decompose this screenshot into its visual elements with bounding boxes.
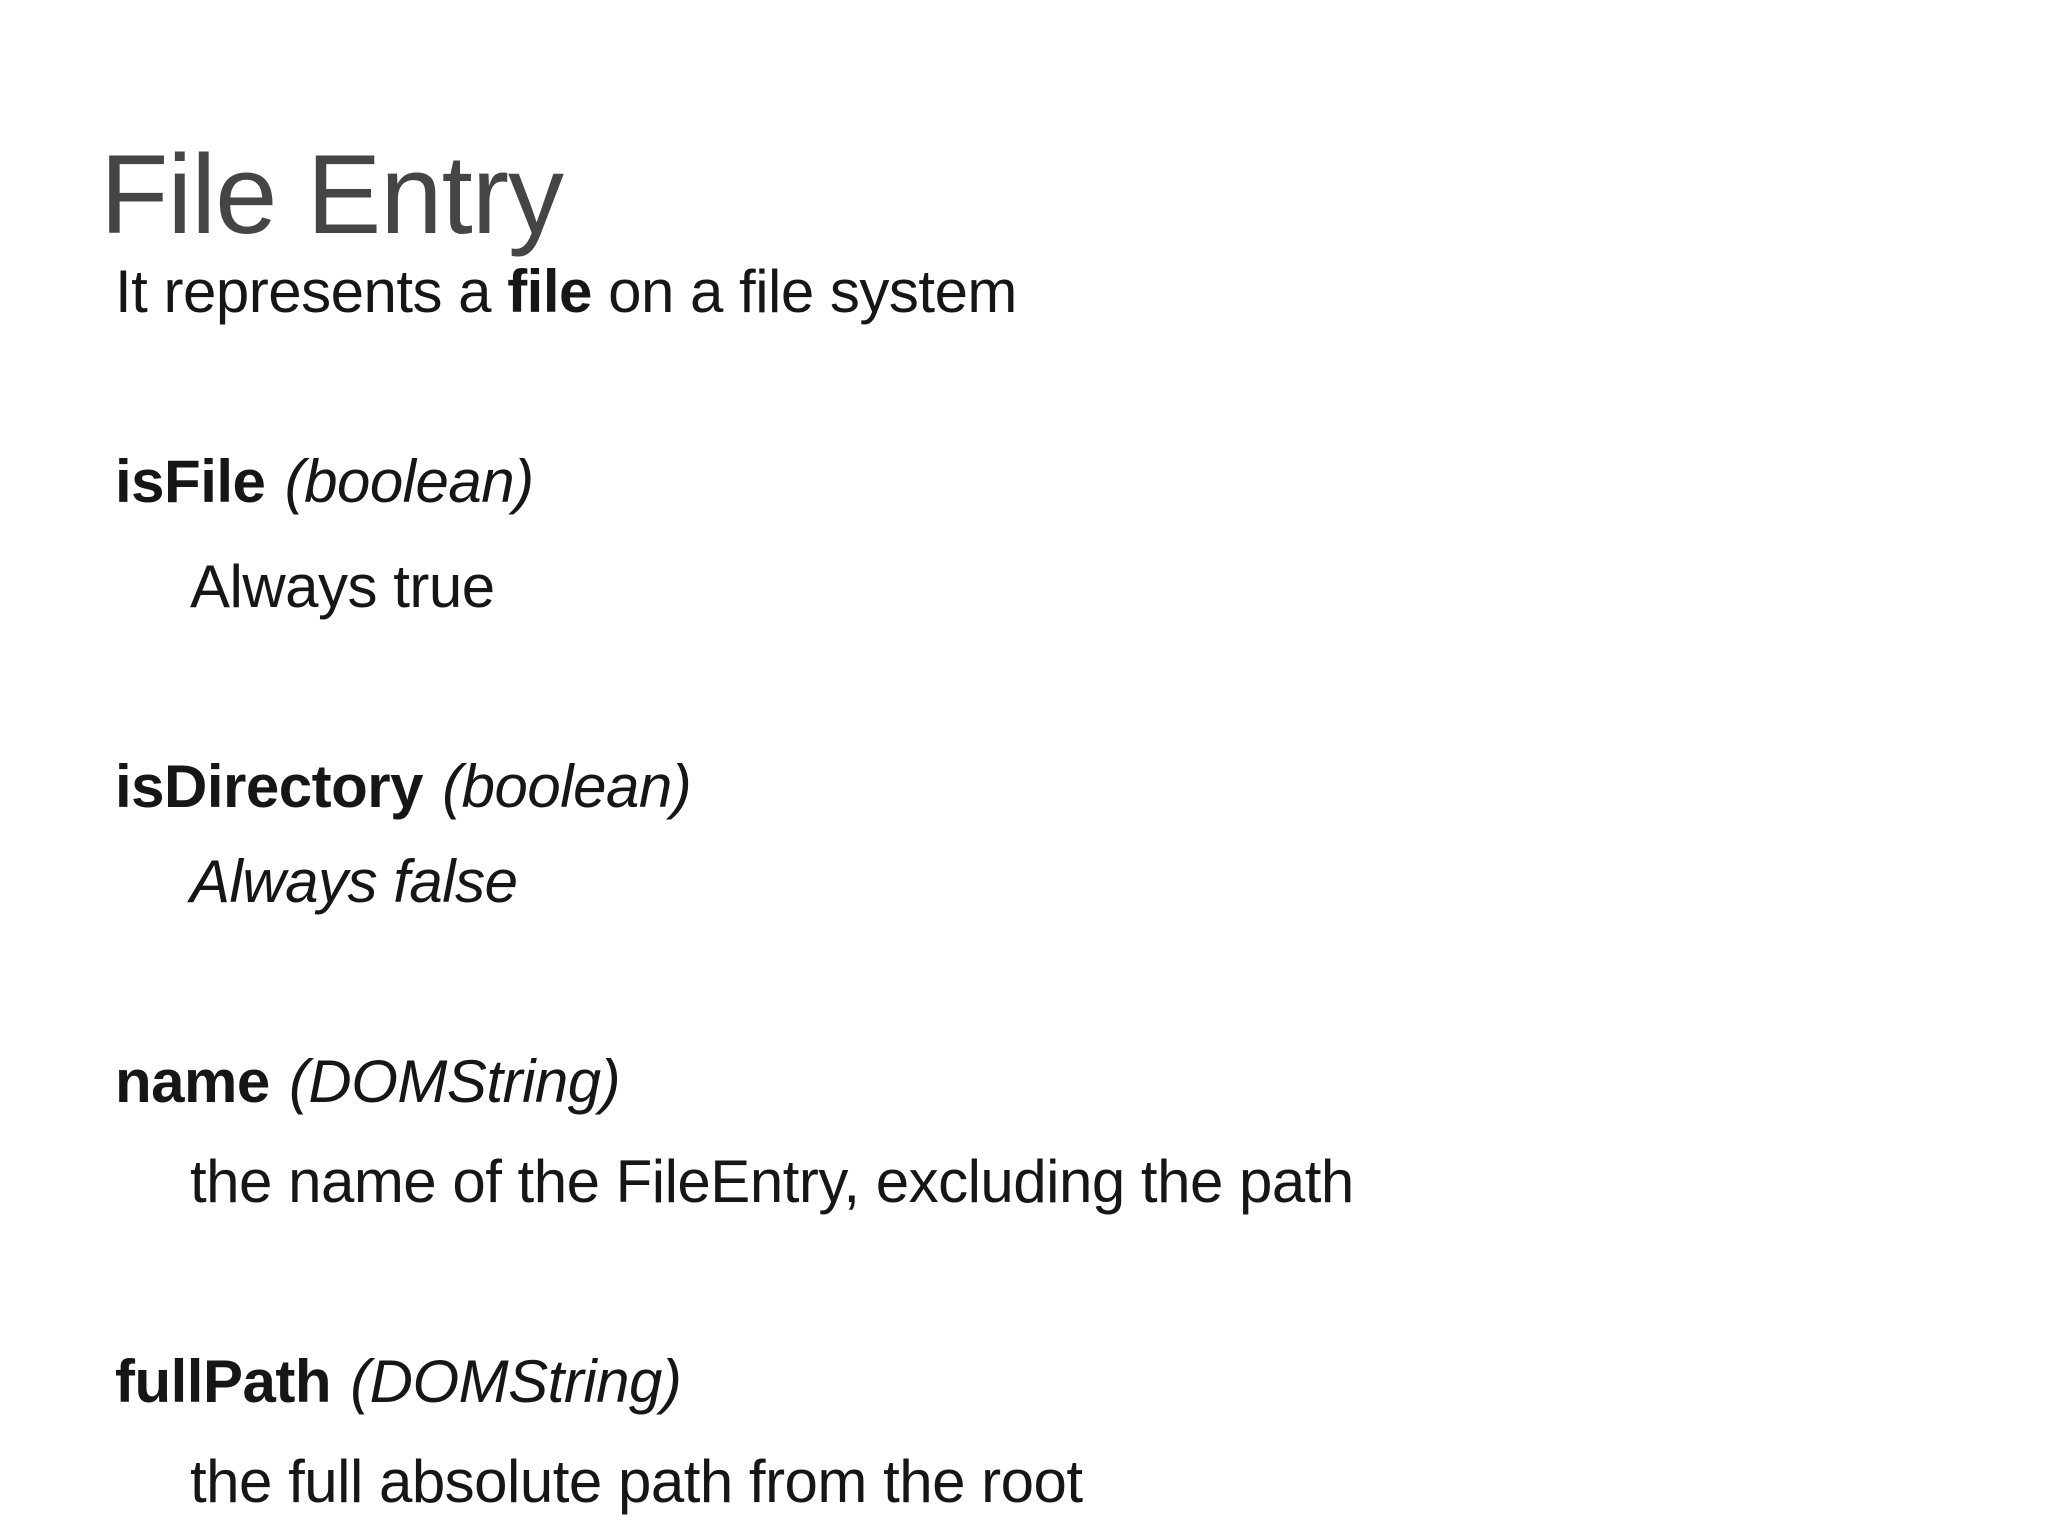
property-heading-name: name(DOMString) xyxy=(115,1052,621,1112)
property-name: name xyxy=(115,1048,270,1115)
property-type: (boolean) xyxy=(442,753,692,820)
property-description-name: the name of the FileEntry, excluding the… xyxy=(190,1148,1354,1215)
property-type: (boolean) xyxy=(284,448,535,515)
property-description-fullpath: the full absolute path from the root xyxy=(190,1448,1083,1515)
property-name: isFile xyxy=(115,448,266,515)
property-heading-fullpath: fullPath(DOMString) xyxy=(115,1352,682,1412)
property-heading-isfile: isFile(boolean) xyxy=(115,452,534,512)
intro-text: It represents a file on a file system xyxy=(115,262,1017,322)
property-heading-isdirectory: isDirectory(boolean) xyxy=(115,757,692,817)
intro-pre: It represents a xyxy=(115,258,508,325)
intro-post: on a file system xyxy=(591,258,1017,325)
intro-bold-term: file xyxy=(507,258,592,325)
property-name: isDirectory xyxy=(115,753,423,820)
property-description-isdirectory: Always false xyxy=(190,848,518,915)
property-name: fullPath xyxy=(115,1348,332,1415)
property-type: (DOMString) xyxy=(288,1048,621,1115)
page-title: File Entry xyxy=(100,132,564,258)
property-description-isfile: Always true xyxy=(190,553,495,620)
property-type: (DOMString) xyxy=(350,1348,682,1415)
